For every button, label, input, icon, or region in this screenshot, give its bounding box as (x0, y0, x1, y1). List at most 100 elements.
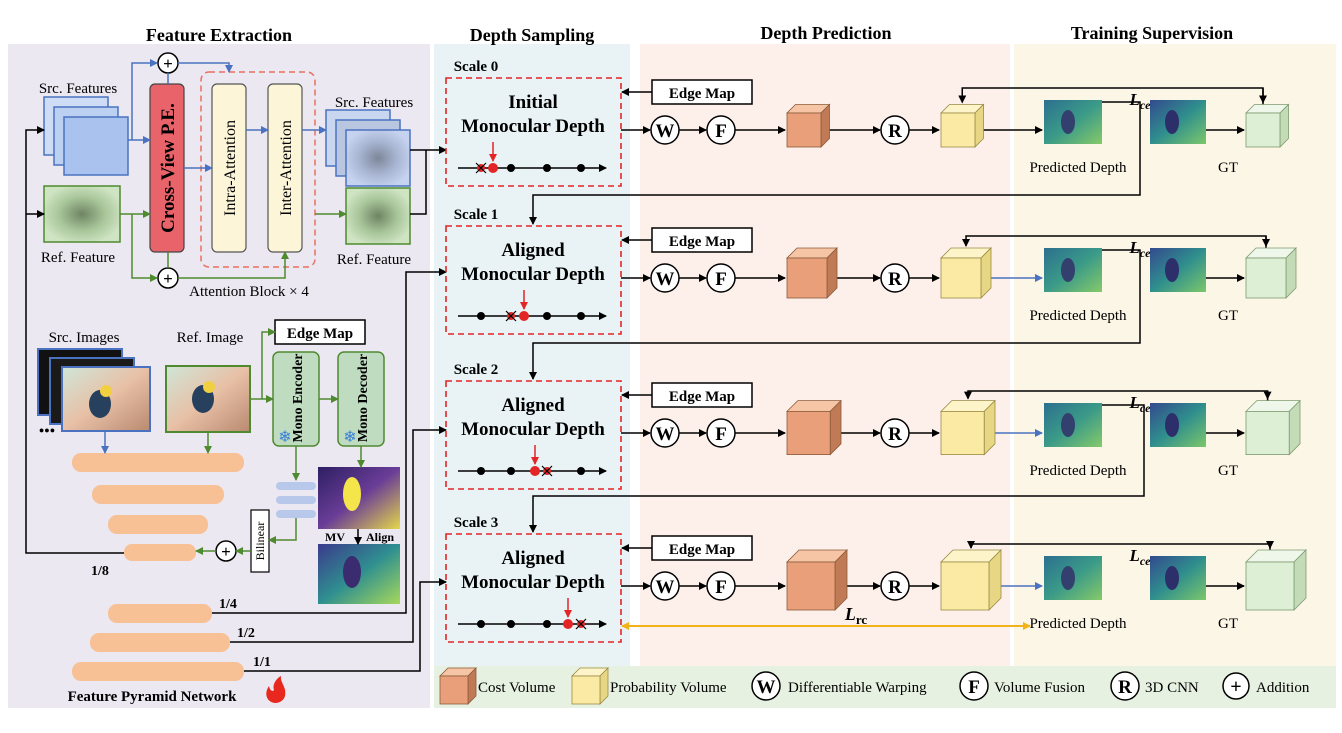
hypothesis-point (507, 164, 515, 172)
ref-image-label: Ref. Image (177, 330, 244, 346)
pruned-cross-icon (575, 618, 587, 630)
intra-attention-label: Intra-Attention (222, 120, 239, 216)
gt-label: GT (1218, 463, 1238, 479)
ref-image (165, 365, 251, 433)
inter-attention-label: Inter-Attention (278, 120, 295, 216)
warping-op-icon: W (650, 571, 680, 601)
gt-volume-cube (1245, 549, 1307, 611)
legend-addition-icon: + (1222, 672, 1250, 700)
fusion-op-icon: F (706, 571, 736, 601)
fpn-scale-1-1: 1/1 (253, 655, 271, 670)
ref-feature-label: Ref. Feature (41, 250, 115, 266)
hypothesis-point (577, 467, 585, 475)
predicted-depth-blob (1061, 258, 1075, 282)
svg-text:R: R (888, 577, 902, 598)
depth-sample-box (445, 77, 622, 187)
fusion-op-icon: F (706, 263, 736, 293)
predicted-depth-blob (1061, 110, 1075, 134)
edge-map-label: Edge Map (669, 86, 735, 102)
next-scale-connector (529, 404, 1145, 533)
src-features-out-label: Src. Features (335, 95, 413, 111)
ce-loss-label: Lce (1128, 546, 1151, 568)
gt-volume-cube (1245, 247, 1297, 299)
legend-cost-volume-label: Cost Volume (478, 680, 556, 696)
svg-text:F: F (715, 269, 727, 290)
legend-cost-volume-icon (439, 667, 477, 705)
fe-arrows (120, 59, 347, 282)
legend-fusion-label: Volume Fusion (994, 680, 1085, 696)
svg-text:F: F (715, 577, 727, 598)
svg-text:W: W (656, 424, 675, 445)
gt-depth-blob (1165, 258, 1179, 282)
ce-loss-label: Lce (1128, 238, 1151, 260)
fpn-bars (72, 453, 244, 681)
predicted-depth-blob (1061, 566, 1075, 590)
depth-sampling-title: Depth Sampling (470, 25, 595, 45)
attention-block-box (200, 71, 316, 268)
mv-label: MV (325, 530, 345, 544)
predicted-depth-label: Predicted Depth (1029, 463, 1127, 479)
cost-volume-cube (786, 399, 842, 456)
cross-view-pe-label: Cross-View P.E. (158, 103, 179, 233)
hypothesis-point (577, 312, 585, 320)
warping-op-icon: W (650, 418, 680, 448)
gt-depth-blob (1165, 566, 1179, 590)
mono-depth-point (530, 466, 540, 476)
legend-warping-icon: W (751, 671, 781, 701)
mono-depth-point (563, 619, 573, 629)
svg-text:W: W (656, 577, 675, 598)
depth-title-line2: Monocular Depth (461, 264, 605, 285)
hypothesis-point (477, 467, 485, 475)
cnn-op-icon: R (880, 263, 910, 293)
scale-label: Scale 3 (454, 515, 499, 531)
svg-text:F: F (715, 121, 727, 142)
svg-text:W: W (656, 269, 675, 290)
warping-op-icon: W (650, 263, 680, 293)
svg-text:R: R (888, 424, 902, 445)
fpn-scale-1-4: 1/4 (219, 597, 237, 612)
depth-sampling-panel (434, 44, 630, 670)
mono-depth-blob (343, 477, 361, 511)
probability-volume-cube (940, 399, 996, 456)
aligned-depth-blob (343, 556, 361, 588)
depth-title-line2: Monocular Depth (461, 572, 605, 593)
legend-addition-label: Addition (1256, 680, 1310, 696)
fire-icon (266, 676, 286, 703)
svg-text:W: W (757, 677, 776, 698)
svg-text:+: + (1230, 676, 1241, 698)
edge-map-box (651, 382, 753, 408)
svg-text:+: + (163, 269, 173, 288)
edge-map-mono-box (274, 319, 366, 345)
fpn-scale-1-8: 1/8 (91, 564, 109, 579)
cnn-op-icon: R (880, 571, 910, 601)
gt-label: GT (1218, 160, 1238, 176)
fusion-op-icon: F (706, 115, 736, 145)
plus-fpn-icon: + (215, 540, 237, 562)
encoder-feature-bars (276, 482, 316, 518)
predicted-depth-label: Predicted Depth (1029, 308, 1127, 324)
mono-depth-point (519, 311, 529, 321)
mono-decoder-label: Mono Decoder (356, 354, 371, 442)
hypothesis-point (577, 164, 585, 172)
edge-map-box (651, 227, 753, 253)
fusion-op-icon: F (706, 418, 736, 448)
cost-volume-cube (786, 103, 831, 148)
edge-map-box (651, 79, 753, 105)
edge-map-label: Edge Map (669, 542, 735, 558)
legend-3dcnn-label: 3D CNN (1145, 680, 1199, 696)
gt-volume-cube (1245, 103, 1290, 148)
scale-label: Scale 0 (454, 59, 499, 75)
ref-feature-map (43, 185, 121, 243)
fe-to-scale-arrows (25, 126, 447, 672)
depth-title-line1: Initial (508, 92, 558, 113)
svg-text:R: R (1118, 677, 1132, 698)
edge-map-mono-label: Edge Map (287, 326, 353, 342)
legend-probability-volume-label: Probability Volume (610, 680, 727, 696)
hypothesis-point (543, 164, 551, 172)
depth-prediction-title: Depth Prediction (760, 23, 891, 43)
